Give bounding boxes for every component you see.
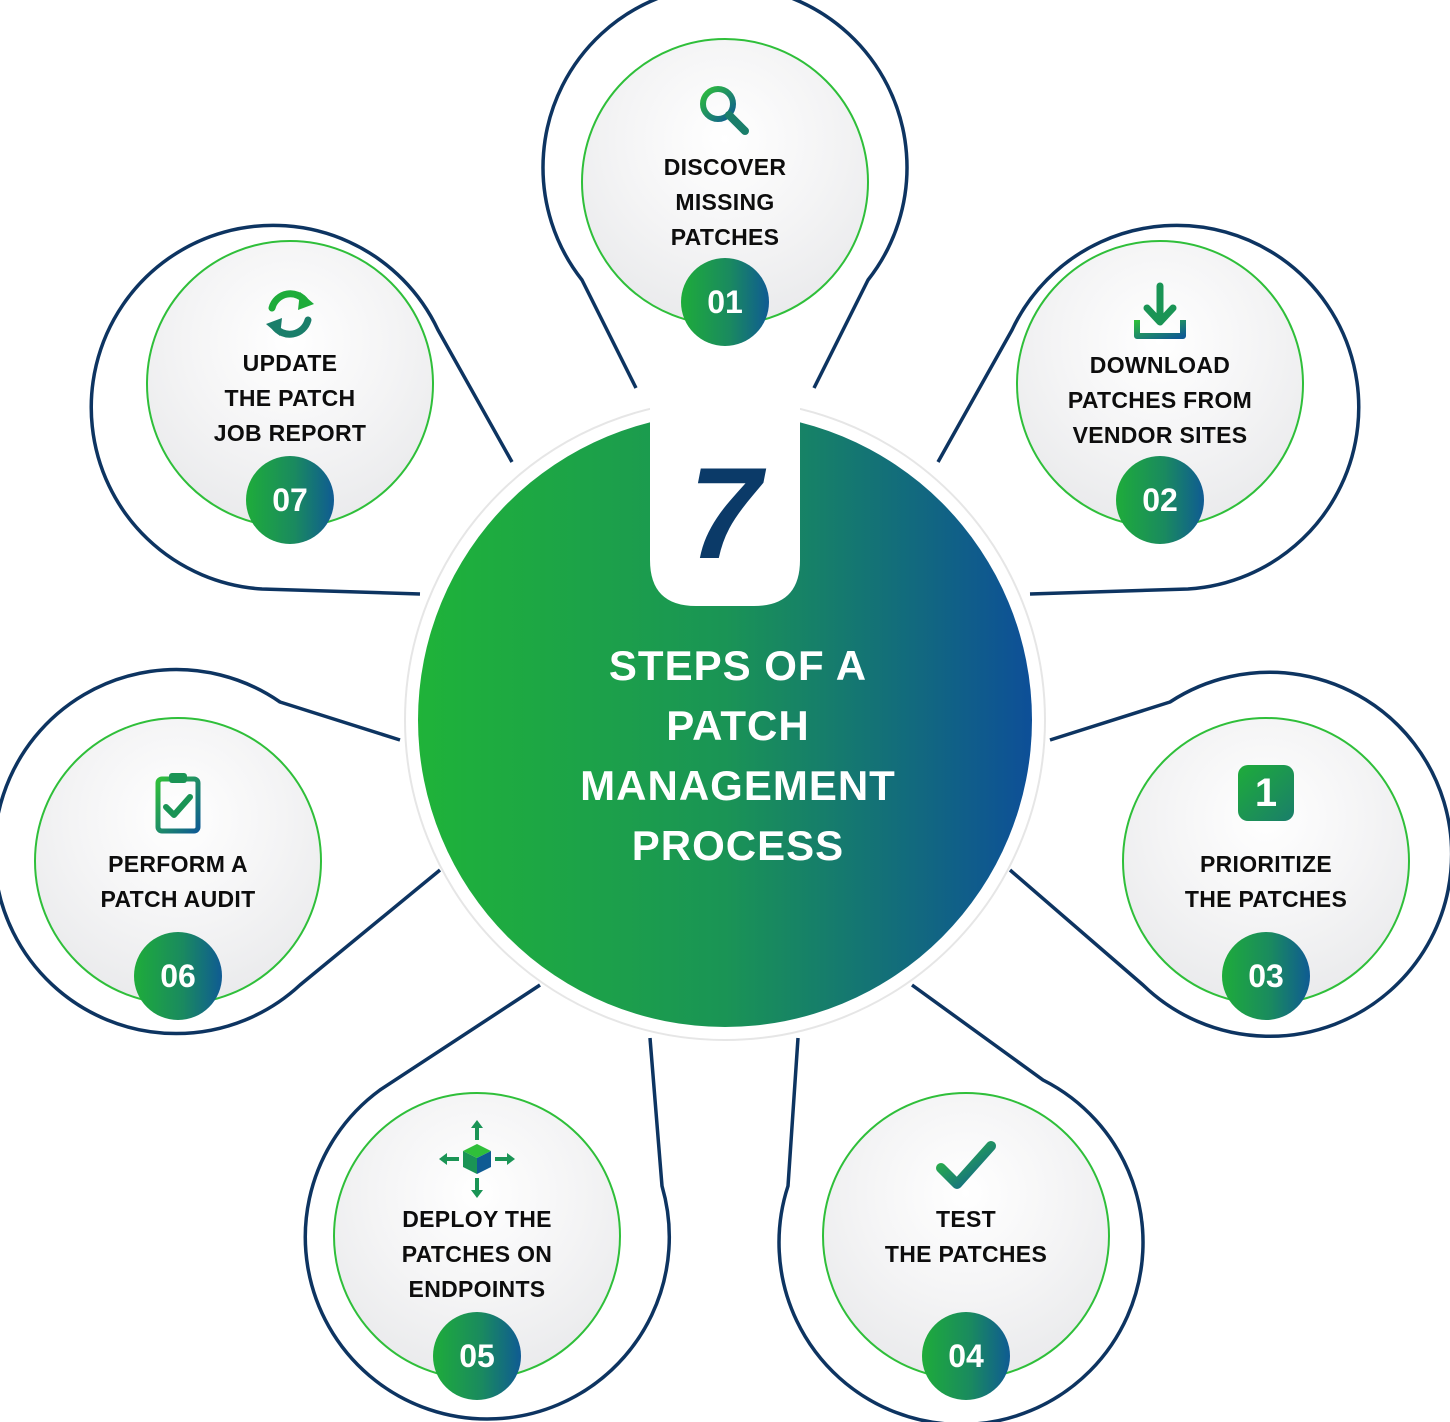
step-number-badge: 06 xyxy=(134,932,222,1020)
step-06: PERFORM A PATCH AUDIT 06 xyxy=(34,717,322,1020)
step-label-line: MISSING xyxy=(675,189,775,215)
step-label-line: DISCOVER xyxy=(663,154,787,180)
deploy-cube-icon xyxy=(439,1120,515,1198)
step-label: DISCOVER MISSING PATCHES xyxy=(581,150,869,255)
step-label-line: THE PATCH xyxy=(224,385,356,411)
step-03: 1 PRIORITIZE THE PATCHES 03 xyxy=(1122,717,1410,1020)
petal-outline-01 xyxy=(541,0,909,389)
center-circle xyxy=(418,413,1032,1027)
step-number-badge: 07 xyxy=(246,456,334,544)
search-icon xyxy=(700,86,749,135)
step-number-badge: 04 xyxy=(922,1312,1010,1400)
step-label-line: TEST xyxy=(936,1206,996,1232)
step-number-badge: 05 xyxy=(433,1312,521,1400)
step-label: DOWNLOAD PATCHES FROM VENDOR SITES xyxy=(1016,348,1304,453)
clipboard-check-icon xyxy=(155,773,201,834)
step-05: DEPLOY THE PATCHES ON ENDPOINTS 05 xyxy=(333,1092,621,1400)
center-title-line: PATCH xyxy=(666,702,810,749)
center-title-line: MANAGEMENT xyxy=(580,762,896,809)
center-number: 7 xyxy=(688,440,762,586)
step-label: PERFORM A PATCH AUDIT xyxy=(34,847,322,917)
checkmark-icon xyxy=(936,1141,996,1189)
center-title-line: PROCESS xyxy=(631,822,845,869)
petal-outline-05 xyxy=(303,983,671,1421)
step-04: TEST THE PATCHES 04 xyxy=(822,1092,1110,1400)
center-title: STEPS OF A PATCH MANAGEMENT PROCESS xyxy=(520,636,956,876)
step-number-badge: 03 xyxy=(1222,932,1310,1020)
step-label-line: PATCHES ON xyxy=(401,1241,553,1267)
refresh-icon xyxy=(266,290,314,338)
download-icon xyxy=(1134,282,1186,339)
step-label-line: PATCHES FROM xyxy=(1067,387,1253,413)
step-label: DEPLOY THE PATCHES ON ENDPOINTS xyxy=(333,1202,621,1307)
step-label-line: JOB REPORT xyxy=(213,420,367,446)
step-label: UPDATE THE PATCH JOB REPORT xyxy=(146,346,434,451)
step-number-badge: 01 xyxy=(681,258,769,346)
step-label: PRIORITIZE THE PATCHES xyxy=(1122,847,1410,917)
step-label-line: UPDATE xyxy=(242,350,338,376)
center-title-line: STEPS OF A xyxy=(608,642,868,689)
petal-outline-04 xyxy=(777,983,1145,1422)
step-label-line: DEPLOY THE xyxy=(402,1206,552,1232)
petal-outline-07 xyxy=(89,223,514,596)
step-label-line: VENDOR SITES xyxy=(1072,422,1248,448)
step-label-line: THE PATCHES xyxy=(1184,886,1348,912)
step-label-line: DOWNLOAD xyxy=(1089,352,1231,378)
step-label-line: ENDPOINTS xyxy=(408,1276,546,1302)
priority-one-icon: 1 xyxy=(1238,765,1294,821)
center-number-tab xyxy=(650,395,800,606)
step-07: UPDATE THE PATCH JOB REPORT 07 xyxy=(146,240,434,544)
step-number-badge: 02 xyxy=(1116,456,1204,544)
step-label: TEST THE PATCHES xyxy=(822,1202,1110,1272)
step-label-line: PERFORM A xyxy=(108,851,248,877)
step-label-line: PATCHES xyxy=(670,224,780,250)
step-label-line: PRIORITIZE xyxy=(1199,851,1333,877)
step-label-line: THE PATCHES xyxy=(884,1241,1048,1267)
petal-outline-03 xyxy=(1008,670,1450,1038)
step-label-line: PATCH AUDIT xyxy=(100,886,256,912)
petal-outline-02 xyxy=(936,223,1361,596)
step-01: DISCOVER MISSING PATCHES 01 xyxy=(581,38,869,346)
petal-outline-06 xyxy=(0,667,442,1036)
step-02: DOWNLOAD PATCHES FROM VENDOR SITES 02 xyxy=(1016,240,1304,544)
